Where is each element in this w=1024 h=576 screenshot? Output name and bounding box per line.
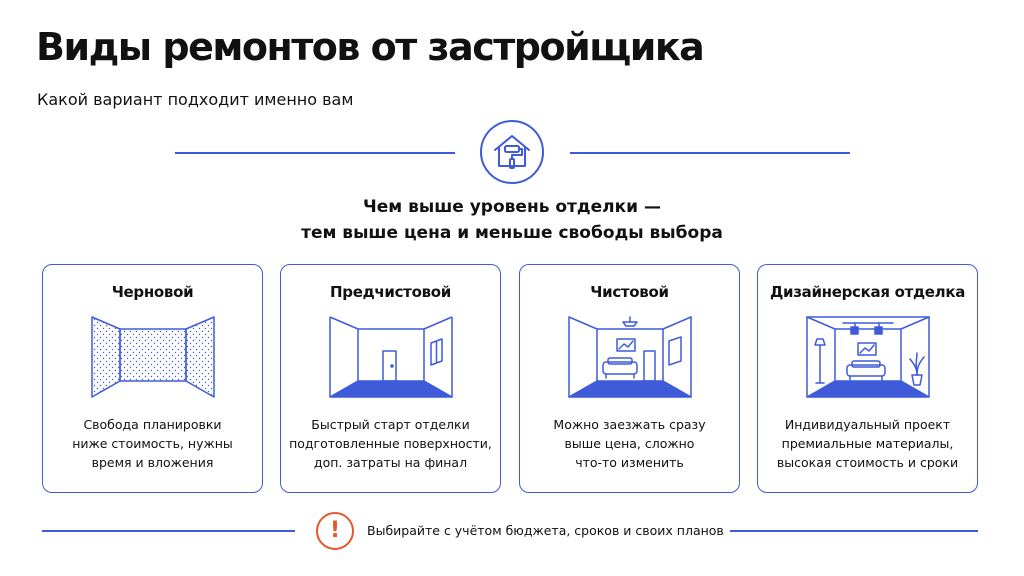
card-title: Дизайнерская отделка [769,283,966,301]
prefinish-room-icon [329,316,453,398]
card-rough: Черновой Свобода планировки ниже стоимос… [42,264,263,493]
card-designer: Дизайнерская отделка [757,264,978,493]
exclamation-icon: ! [316,512,354,550]
divider-right [570,152,850,154]
headline-line-2: тем выше цена и меньше свободы выбора [301,223,723,243]
footer-note: Выбирайте с учётом бюджета, сроков и сво… [367,523,724,538]
headline-line-1: Чем выше уровень отделки — [363,197,661,217]
designer-room-icon [806,316,930,398]
card-title: Предчистовой [330,283,451,301]
finished-room-icon [568,316,692,398]
headline: Чем выше уровень отделки — тем выше цена… [212,194,812,246]
page-subtitle: Какой вариант подходит именно вам [37,90,354,109]
page-title: Виды ремонтов от застройщика [36,25,705,69]
card-description: Можно заезжать сразу выше цена, сложно ч… [553,417,706,470]
card-description: Быстрый старт отделки подготовленные пов… [289,417,492,470]
footer-divider-left [42,530,295,532]
footer-divider-right [730,530,978,532]
card-title: Чистовой [590,283,669,301]
divider-left [175,152,455,154]
card-finished: Чистовой Можно заезжать сразу выше цена,… [519,264,740,493]
card-prefinish: Предчистовой Быстрый старт отделки подго… [280,264,501,493]
card-description: Индивидуальный проект премиальные матери… [776,417,959,470]
card-title: Черновой [111,283,194,301]
card-description: Свобода планировки ниже стоимость, нужны… [72,417,233,470]
house-roller-icon [480,120,544,184]
rough-room-icon [91,316,215,398]
